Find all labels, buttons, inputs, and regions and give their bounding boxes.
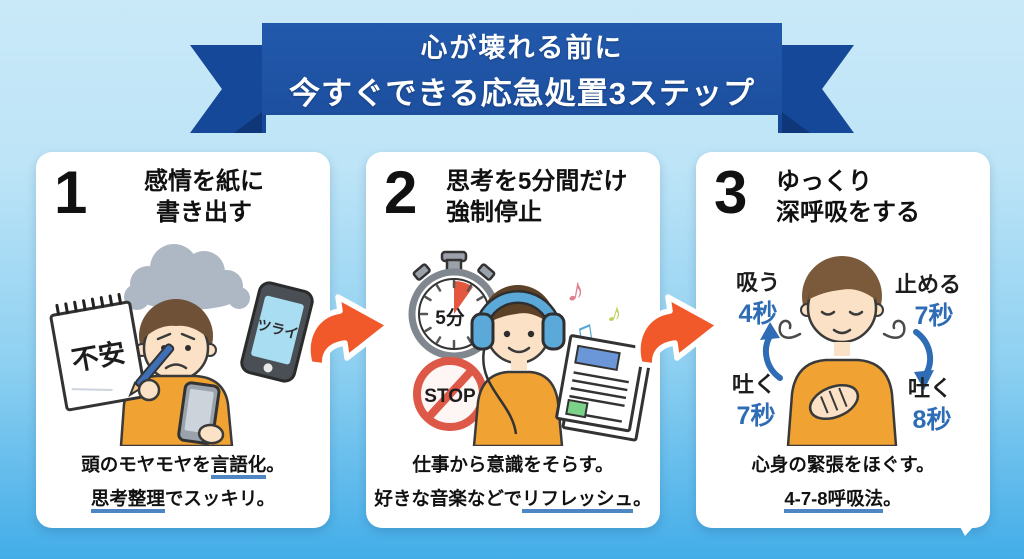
text-segment: 。 xyxy=(883,488,902,510)
pen-icon xyxy=(128,343,175,398)
step3-number: 3 xyxy=(714,159,748,226)
ribbon-banner: 心が壊れる前に 今すぐできる応急処置3ステップ xyxy=(262,23,782,115)
text-segment: 好きな音楽などで xyxy=(374,488,523,510)
breath-label-exhale-left: 吐く xyxy=(732,372,776,397)
handheld-phone-icon xyxy=(177,381,225,445)
breath-label-exhale-right: 吐く xyxy=(908,376,952,401)
breath-cycle-down-arrow-icon xyxy=(913,329,934,390)
step2-desc-line2: 好きな音楽などでリフレッシュ。 xyxy=(366,482,660,516)
stop-sign-text: STOP xyxy=(424,386,476,407)
text-segment: 心身の緊張をほぐす。 xyxy=(751,454,935,475)
breath-seconds-hold: 7秒 xyxy=(915,302,954,330)
step-card-1: 1 感情を紙に 書き出す xyxy=(36,152,330,528)
phone-icon: ツライ xyxy=(240,281,314,383)
step2-header: 2 思考を5分間だけ 強制停止 xyxy=(366,152,660,236)
breath-label-inhale: 吸う xyxy=(736,270,780,295)
breath-cycle-up-arrow-icon xyxy=(760,322,783,381)
step1-illustration: 不安 ツライ xyxy=(49,244,314,446)
step2-title: 思考を5分間だけ 強制停止 xyxy=(446,166,627,228)
step1-title-line2: 書き出す xyxy=(156,199,252,227)
step3-desc-line1: 心身の緊張をほぐす。 xyxy=(696,448,990,482)
step3-title-line2: 深呼吸をする xyxy=(776,199,920,227)
step-card-2: 2 思考を5分間だけ 強制停止 5分 STOP xyxy=(366,152,660,528)
flow-arrow-icon xyxy=(635,294,722,368)
breath-seconds-exhale-left: 7秒 xyxy=(737,402,776,430)
text-segment: 仕事から意識をそらす。 xyxy=(412,454,614,475)
step3-illustration: 吸う 4秒 止める 7秒 吐く 7秒 吐く 8秒 xyxy=(732,256,961,446)
text-segment: 。 xyxy=(266,454,285,475)
text-segment-underlined: 4-7-8呼吸法 xyxy=(784,488,884,514)
step3-description: 心身の緊張をほぐす。 4-7-8呼吸法。 xyxy=(696,446,990,516)
breath-seconds-exhale-right: 8秒 xyxy=(913,406,952,434)
step3-title-line1: ゆっくり xyxy=(776,168,872,195)
step1-title-line1: 感情を紙に xyxy=(144,168,264,195)
text-segment-underlined: リフレッシュ xyxy=(522,488,634,514)
step2-illustration: 5分 STOP ♪ ♪ ♫ xyxy=(408,250,652,446)
stopwatch-text: 5分 xyxy=(435,307,465,329)
text-segment-underlined: 言語化 xyxy=(210,454,267,479)
breath-seconds-inhale: 4秒 xyxy=(739,300,778,328)
breath-label-hold: 止める xyxy=(895,272,961,297)
step2-desc-line1: 仕事から意識をそらす。 xyxy=(366,448,660,482)
banner-title-line2: 今すぐできる応急処置3ステップ xyxy=(289,75,755,111)
breathing-person-icon xyxy=(778,256,906,446)
breath-swirl-icon xyxy=(778,319,802,339)
step1-description: 頭のモヤモヤを言語化。 思考整理でスッキリ。 xyxy=(36,446,330,516)
step3-header: 3 ゆっくり 深呼吸をする xyxy=(696,152,990,236)
text-segment: でスッキリ。 xyxy=(164,488,276,510)
banner-title-line1: 心が壊れる前に xyxy=(420,32,624,63)
headphones-person-icon xyxy=(470,285,566,446)
breath-swirl-icon xyxy=(882,319,906,339)
step1-title: 感情を紙に 書き出す xyxy=(104,166,318,228)
stop-sign-icon: STOP xyxy=(413,357,487,431)
flow-arrow-icon xyxy=(305,294,392,368)
magazine-icon xyxy=(555,334,652,442)
step2-title-line1: 思考を5分間だけ xyxy=(446,168,628,195)
hand-icon xyxy=(137,378,161,402)
step1-header: 1 感情を紙に 書き出す xyxy=(36,152,330,236)
step2-title-line2: 強制停止 xyxy=(446,199,542,227)
music-note-icon: ♪ xyxy=(565,270,588,310)
step1-desc-line2: 思考整理でスッキリ。 xyxy=(36,482,330,516)
cloud-icon xyxy=(124,244,250,310)
step3-title: ゆっくり 深呼吸をする xyxy=(776,166,920,228)
notepad-icon: 不安 xyxy=(49,292,148,412)
text-segment: 。 xyxy=(633,488,652,510)
step-card-3: 3 ゆっくり 深呼吸をする xyxy=(696,152,990,528)
music-note-icon: ♪ xyxy=(604,296,626,330)
step2-number: 2 xyxy=(384,159,418,226)
step3-desc-line2: 4-7-8呼吸法。 xyxy=(696,482,990,516)
step1-desc-line1: 頭のモヤモヤを言語化。 xyxy=(36,448,330,482)
text-segment-underlined: 思考整理 xyxy=(90,488,165,514)
step1-number: 1 xyxy=(54,159,88,226)
step2-description: 仕事から意識をそらす。 好きな音楽などでリフレッシュ。 xyxy=(366,446,660,516)
text-segment: 頭のモヤモヤを xyxy=(81,454,211,475)
